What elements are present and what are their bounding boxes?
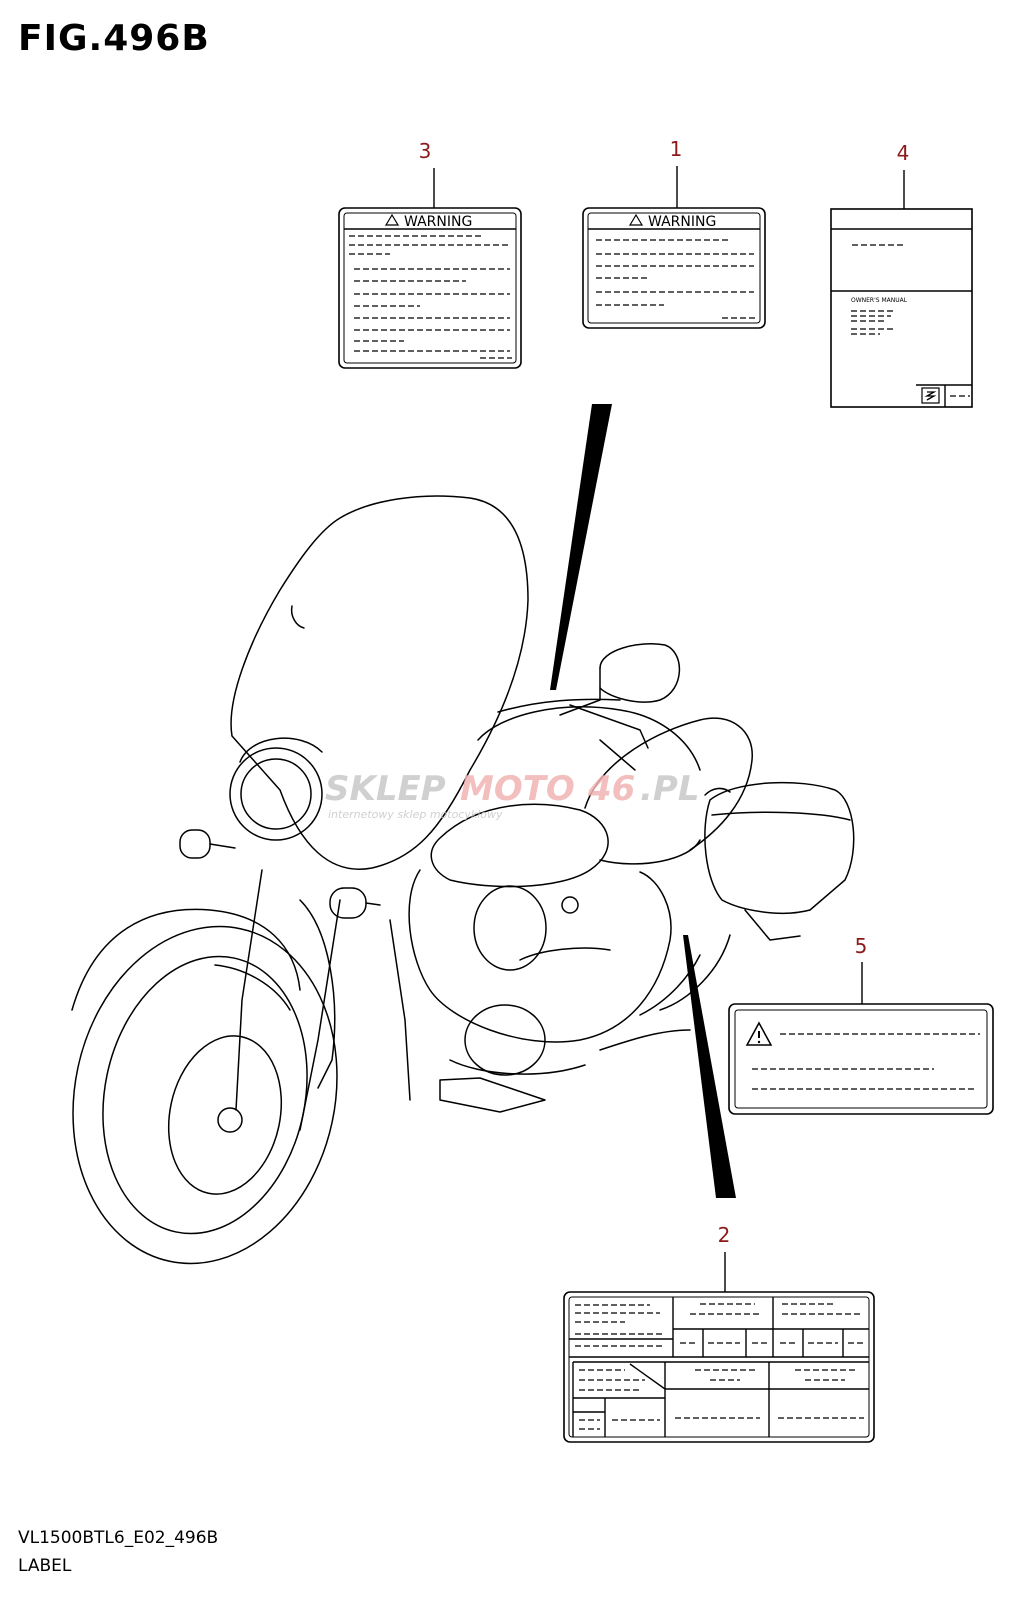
pointer-wedge-upper: [550, 404, 612, 690]
brand-logo-icon: [921, 387, 940, 404]
label-1-outer: [582, 207, 766, 329]
label-3-heading: WARNING: [404, 214, 472, 230]
label-4-text: OWNER'S MANUAL: [851, 297, 908, 304]
footer-code: VL1500BTL6_E02_496B: [18, 1528, 219, 1548]
callout-2: 2: [718, 1223, 731, 1247]
watermark-part1: SKLEP: [325, 769, 446, 809]
label-3-group[interactable]: 3 WARNING: [338, 139, 522, 369]
label-1-heading: WARNING: [648, 214, 716, 230]
label-4-outer: [830, 208, 973, 408]
callout-3: 3: [419, 139, 432, 163]
warning-triangle-icon: [745, 1021, 773, 1046]
label-2-group[interactable]: 2: [563, 1223, 875, 1443]
callout-5: 5: [855, 934, 868, 958]
label-2-outer: [563, 1291, 875, 1443]
watermark-part4: .PL: [640, 769, 700, 809]
callout-4: 4: [897, 141, 910, 165]
label-4-group[interactable]: 4 OWNER'S MANUAL: [830, 141, 973, 408]
footer-label: LABEL: [18, 1556, 72, 1576]
watermark-part3: 46: [587, 769, 635, 809]
warning-triangle-icon: [384, 213, 400, 226]
label-5-inner: [734, 1009, 988, 1109]
figure-title: FIG.496B: [18, 18, 210, 59]
label-5-group[interactable]: 5: [728, 934, 994, 1115]
label-3-inner: [343, 212, 517, 364]
pointer-wedge-lower: [683, 935, 736, 1198]
motorcycle-illustration: [71, 495, 855, 1265]
label-3-outer: [338, 207, 522, 369]
callout-1: 1: [670, 137, 683, 161]
label-2-inner: [568, 1296, 870, 1438]
warning-triangle-icon: [628, 213, 644, 226]
label-1-inner: [587, 212, 761, 324]
label-5-outer: [728, 1003, 994, 1115]
watermark-tagline: internetowy sklep motocyklowy: [328, 808, 503, 821]
watermark-part2: MOTO: [460, 769, 575, 809]
label-1-group[interactable]: 1 WARNING: [582, 137, 766, 329]
watermark: SKLEP MOTO 46 .PL internetowy sklep moto…: [325, 769, 700, 821]
